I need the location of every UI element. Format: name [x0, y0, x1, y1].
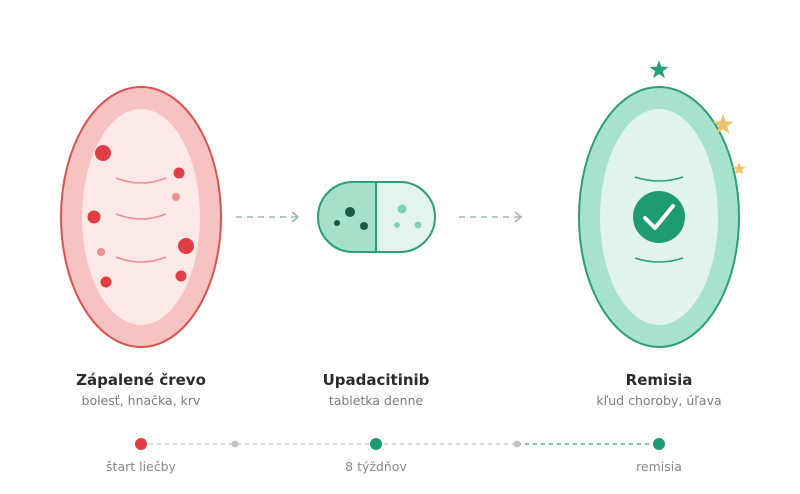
timeline-dot-minor: [231, 440, 239, 448]
inflammation-spot: [173, 167, 185, 179]
star-icon: [712, 114, 734, 134]
timeline-dot-start: [135, 438, 147, 450]
star-icon: [649, 60, 669, 79]
arrow-right-icon: [459, 211, 523, 223]
inflammation-spot: [178, 238, 194, 254]
timeline: [135, 438, 665, 450]
inflammation-spot: [87, 210, 101, 224]
timeline-label-remission: remisia: [636, 459, 682, 474]
arrow-right-icon: [236, 211, 300, 223]
timeline-dot-remission: [653, 438, 665, 450]
timeline-label-week8: 8 týždňov: [345, 459, 407, 474]
healthy-colon: [578, 86, 740, 348]
inflamed-colon: [60, 86, 222, 348]
inflammation-spot: [95, 145, 111, 161]
panel-title-remission: Remisia: [625, 371, 693, 389]
panel-title-inflamed: Zápalené črevo: [76, 371, 206, 389]
inflammation-spot: [172, 193, 180, 201]
panel-subtitle-inflamed: bolesť, hnačka, krv: [81, 393, 201, 408]
pill-capsule: [317, 181, 436, 253]
checkmark-icon: [633, 191, 685, 243]
inflammation-spot: [100, 276, 112, 288]
timeline-label-start: štart liečby: [106, 459, 176, 474]
panel-subtitle-remission: kľud choroby, úľava: [596, 393, 722, 408]
timeline-dot-minor: [513, 440, 521, 448]
panel-title-drug: Upadacitinib: [322, 371, 430, 389]
star-icon: [732, 162, 746, 175]
inflammation-spot: [97, 248, 105, 256]
panel-subtitle-drug: tabletka denne: [328, 393, 424, 408]
timeline-dot-week8: [370, 438, 382, 450]
inflammation-spot: [175, 270, 187, 282]
